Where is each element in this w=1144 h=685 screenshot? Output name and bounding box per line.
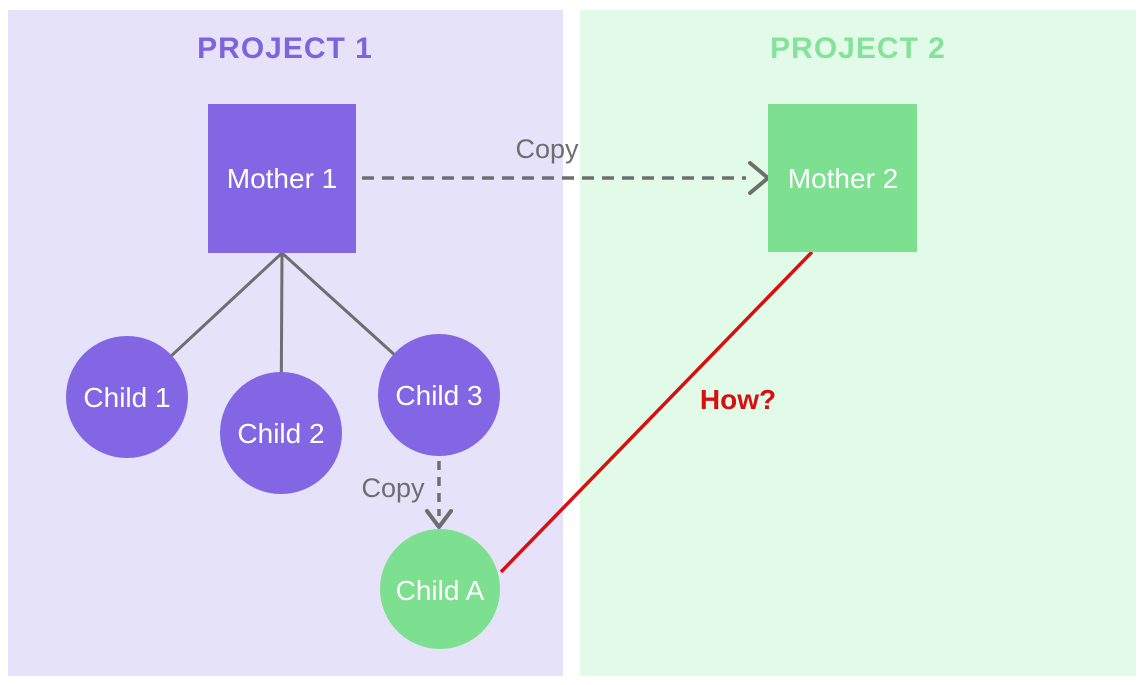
node-child2-label: Child 2: [237, 418, 324, 449]
node-mother2: [768, 104, 917, 252]
arrowhead-down-icon: [425, 509, 453, 529]
node-child3: [378, 334, 500, 456]
edge-childA-mother2-red: [499, 250, 814, 574]
node-child1: [66, 336, 188, 458]
node-mother1-label: Mother 1: [227, 163, 338, 194]
copy-label-bottom: Copy: [361, 473, 425, 503]
project2-title: PROJECT 2: [770, 32, 946, 65]
node-child3-label: Child 3: [395, 380, 482, 411]
node-child2: [220, 372, 342, 494]
how-label: How?: [700, 384, 776, 415]
node-mother1: [208, 104, 356, 253]
node-mother2-label: Mother 2: [788, 163, 899, 194]
node-childA: [380, 529, 500, 649]
node-childA-label: Child A: [396, 575, 485, 606]
node-child1-label: Child 1: [83, 382, 170, 413]
copy-label-top: Copy: [515, 134, 579, 164]
project1-title: PROJECT 1: [197, 32, 373, 65]
